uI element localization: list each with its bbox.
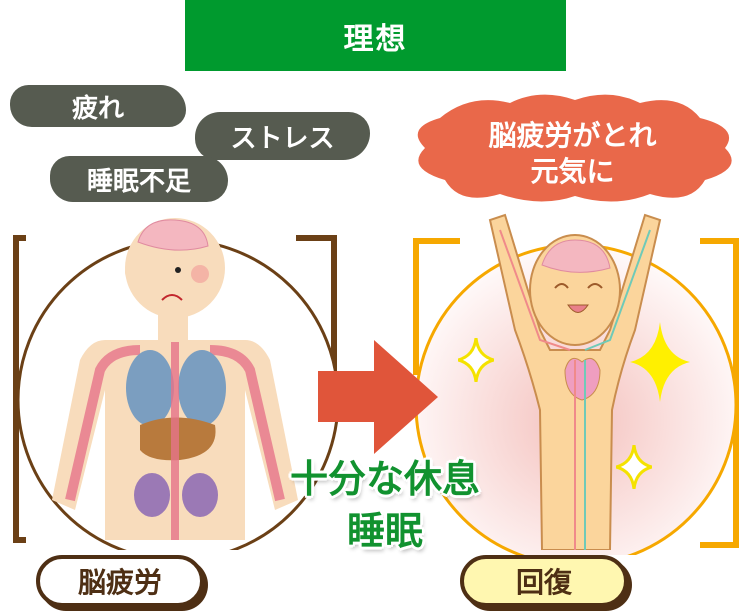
right-arrow-icon [318,340,438,454]
state-label-brain-fatigue: 脳疲労 [36,555,204,607]
cause-sleep-deprivation: 睡眠不足 [50,156,228,202]
cause-stress: ストレス [195,112,370,160]
state-label-recovery: 回復 [460,555,628,607]
action-text-rest: 十分な休息 [289,457,480,501]
page-title: 理想 [185,0,566,71]
cloud-line-1: 脳疲労がとれ [488,119,657,152]
action-text-sleep: 睡眠 [346,509,423,553]
tired-body-illustration [52,218,298,540]
cause-sleep-label: 睡眠不足 [86,166,191,197]
state-label-right-text: 回復 [515,566,572,599]
cloud-line-2: 元気に [530,155,615,188]
state-label-left-text: 脳疲労 [77,566,162,599]
cause-stress-label: ストレス [230,123,335,154]
sparkle-icon [458,338,494,382]
cause-fatigue: 疲れ [10,85,186,127]
result-cloud-text: 脳疲労がとれ 元気に [400,118,745,190]
eye-icon [175,267,181,273]
happy-body-illustration [488,213,662,550]
sparkle-large-icon [630,322,690,402]
result-cloud-shape [417,94,732,202]
sparkle-small-icon [616,445,652,489]
cause-fatigue-label: 疲れ [71,93,124,124]
